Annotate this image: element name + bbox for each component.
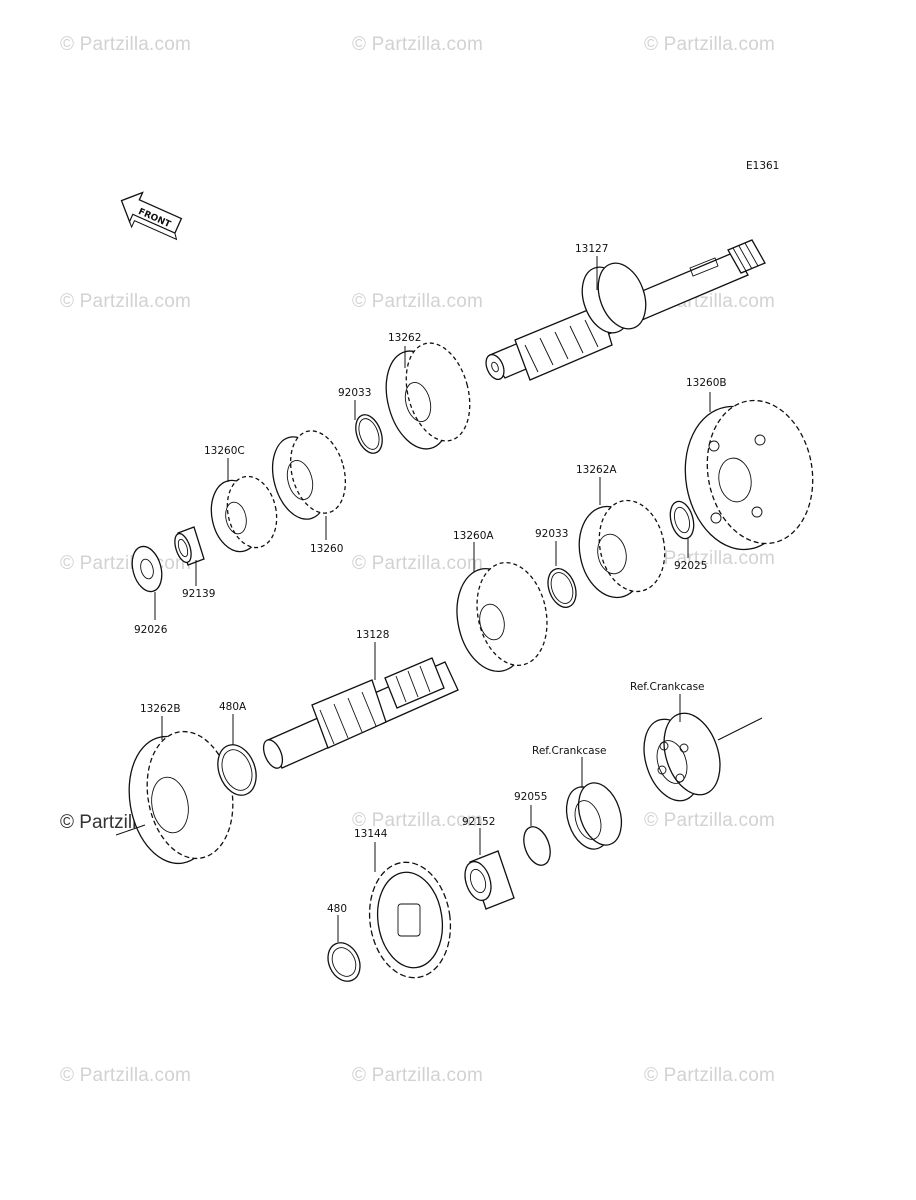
- label-13260B: 13260B: [686, 377, 727, 389]
- circlip-92033-upper: [355, 414, 383, 454]
- circlip-92033-lower: [547, 568, 577, 608]
- label-92139: 92139: [182, 588, 215, 600]
- watermark: © Partzilla.com: [644, 34, 776, 55]
- label-13127: 13127: [575, 243, 608, 255]
- label-13262B: 13262B: [140, 703, 181, 715]
- output-shaft-13128: [262, 657, 459, 769]
- label-92033-upper: 92033: [338, 387, 371, 399]
- label-13128: 13128: [356, 629, 389, 641]
- label-92025: 92025: [674, 560, 707, 572]
- circlip-480: [327, 942, 361, 982]
- gear-13260B: [684, 399, 814, 551]
- watermark: © Partzilla.com: [60, 291, 192, 312]
- label-13262: 13262: [388, 332, 421, 344]
- label-92033-lower: 92033: [535, 528, 568, 540]
- bushing-92139: [174, 526, 205, 566]
- crankcase-oil-seal: [565, 782, 623, 850]
- watermark: © Partzilla.com: [60, 1065, 192, 1086]
- gear-13260C: [210, 475, 278, 553]
- sprocket-13144: [368, 861, 452, 979]
- gear-13262: [385, 342, 471, 450]
- watermark: © Partzilla.com: [644, 1065, 776, 1086]
- washer-92026: [131, 545, 163, 593]
- label-13144: 13144: [354, 828, 388, 840]
- label-13262A: 13262A: [576, 464, 617, 476]
- watermark: © Partzilla.com: [644, 810, 776, 831]
- watermark: © Partzilla.com: [352, 810, 484, 831]
- label-480A: 480A: [219, 701, 247, 713]
- label-13260A: 13260A: [453, 530, 494, 542]
- watermark: © Partzilla.com: [644, 548, 776, 569]
- o-ring-92055: [523, 826, 551, 866]
- label-480: 480: [327, 903, 347, 915]
- gear-13260: [271, 430, 347, 520]
- front-arrow-icon: FRONT: [120, 191, 183, 241]
- label-92152: 92152: [462, 816, 495, 828]
- watermark: © Partzilla.com: [352, 553, 484, 574]
- gear-13262B: [128, 730, 234, 865]
- watermark: © Partzilla.com: [352, 291, 484, 312]
- washer-92025: [669, 500, 695, 540]
- watermark: © Partzilla.com: [352, 1065, 484, 1086]
- gear-13262A: [578, 499, 666, 599]
- watermark: © Partzilla.com: [352, 34, 484, 55]
- label-92026: 92026: [134, 624, 168, 636]
- label-13260C: 13260C: [204, 445, 245, 457]
- label-ref-crankcase-2: Ref.Crankcase: [532, 745, 607, 757]
- label-92055: 92055: [514, 791, 547, 803]
- watermark: © Partzilla.com: [60, 34, 192, 55]
- collar-92152: [464, 850, 515, 910]
- input-shaft-13127: [485, 239, 766, 381]
- diagram-code: E1361: [746, 160, 779, 172]
- gear-13260A: [456, 561, 548, 673]
- label-ref-crankcase-1: Ref.Crankcase: [630, 681, 705, 693]
- label-13260: 13260: [310, 543, 343, 555]
- crankcase-bearing: [643, 712, 721, 802]
